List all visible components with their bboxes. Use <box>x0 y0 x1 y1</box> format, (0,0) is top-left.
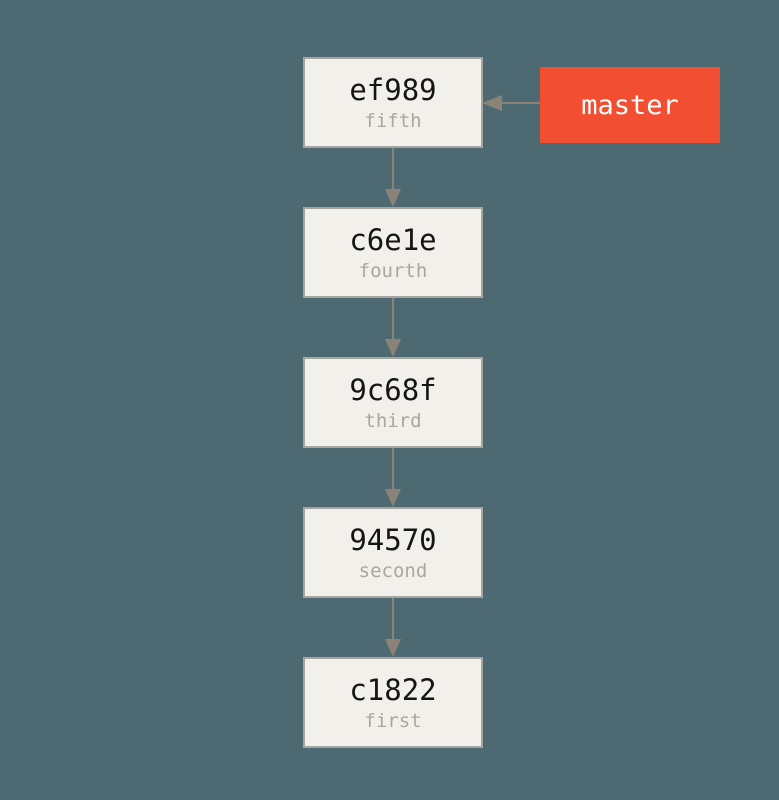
commit-hash: c6e1e <box>349 222 437 257</box>
arrow-line <box>500 102 540 104</box>
arrow-down-icon <box>385 339 401 357</box>
commit-message: first <box>364 709 422 732</box>
parent-arrow-ef989-c6e1e <box>385 148 401 207</box>
parent-arrow-9c68f-94570 <box>385 448 401 507</box>
commit-message: second <box>358 559 428 582</box>
arrow-down-icon <box>385 639 401 657</box>
commit-node-94570: 94570 second <box>303 507 483 598</box>
commit-hash: c1822 <box>349 672 437 707</box>
arrow-left-icon <box>482 95 502 111</box>
commit-node-c1822: c1822 first <box>303 657 483 748</box>
commit-message: fifth <box>364 109 422 132</box>
commit-node-9c68f: 9c68f third <box>303 357 483 448</box>
arrow-down-icon <box>385 189 401 207</box>
branch-arrow-master-ef989 <box>482 95 540 111</box>
arrow-down-icon <box>385 489 401 507</box>
arrow-line <box>392 448 394 489</box>
parent-arrow-94570-c1822 <box>385 598 401 657</box>
commit-hash: 94570 <box>349 522 437 557</box>
commit-node-ef989: ef989 fifth <box>303 57 483 148</box>
arrow-line <box>392 298 394 339</box>
commit-node-c6e1e: c6e1e fourth <box>303 207 483 298</box>
commit-hash: 9c68f <box>349 372 437 407</box>
commit-message: third <box>364 409 422 432</box>
commit-hash: ef989 <box>349 72 437 107</box>
arrow-line <box>392 148 394 189</box>
branch-label-master: master <box>540 67 720 143</box>
parent-arrow-c6e1e-9c68f <box>385 298 401 357</box>
commit-message: fourth <box>358 259 428 282</box>
arrow-line <box>392 598 394 639</box>
